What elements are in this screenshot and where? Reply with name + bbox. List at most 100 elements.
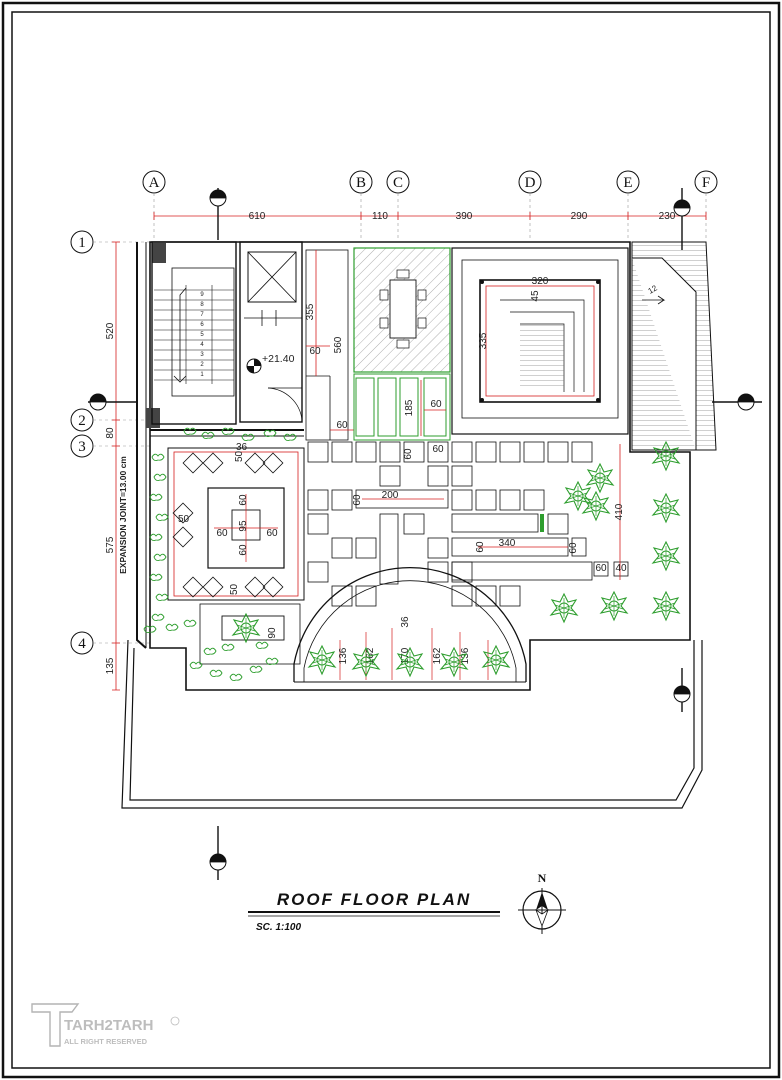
tree-15	[232, 613, 260, 643]
svg-text:520: 520	[105, 322, 116, 339]
svg-text:9: 9	[200, 292, 204, 298]
svg-text:N: N	[538, 871, 547, 885]
top-dimension-line: 610 110 390 290 230	[153, 211, 707, 222]
svg-text:135: 135	[105, 657, 116, 674]
svg-text:3: 3	[78, 439, 86, 455]
dim-60h: 60	[266, 528, 278, 539]
paving-tiles	[307, 441, 629, 607]
svg-text:110: 110	[372, 211, 388, 222]
svg-text:ALL RIGHT RESERVED: ALL RIGHT RESERVED	[64, 1037, 148, 1046]
svg-text:1: 1	[78, 235, 86, 251]
site-boundary	[121, 639, 703, 809]
svg-text:2: 2	[78, 413, 86, 429]
tree-4	[652, 591, 680, 621]
svg-text:3: 3	[200, 352, 204, 358]
dim-60e: 60	[432, 444, 444, 455]
dim-50a: 50	[234, 450, 245, 462]
green-planter-bar	[540, 514, 544, 532]
svg-text:D: D	[525, 175, 536, 191]
svg-text:90: 90	[267, 627, 278, 639]
dim-200: 200	[382, 490, 399, 501]
ramp	[631, 241, 717, 451]
north-arrow: N	[518, 871, 566, 934]
drawing-scale: SC. 1:100	[256, 922, 301, 933]
grid-bubble-c: C	[386, 170, 410, 194]
dim-335: 335	[478, 332, 489, 349]
level-marker: +21.40	[246, 353, 295, 374]
grid-bubble-e: E	[616, 170, 640, 194]
svg-text:4: 4	[78, 636, 86, 652]
tarh2tarh-logo: TARH2TARH ALL RIGHT RESERVED	[31, 1003, 180, 1047]
building-outline	[136, 241, 691, 691]
planter-strips	[353, 373, 451, 441]
grid-bubble-a: A	[142, 170, 166, 194]
grid-bubble-d: D	[518, 170, 542, 194]
dim-95: 95	[238, 520, 249, 532]
tree-5	[600, 591, 628, 621]
dim-320: 320	[532, 276, 549, 287]
dim-60a: 60	[309, 346, 321, 357]
section-mark-left	[88, 393, 138, 411]
svg-text:80: 80	[105, 427, 116, 439]
dim-36-lounge: 36	[236, 442, 248, 453]
tree-3	[652, 541, 680, 571]
expansion-joint-label: EXPANSION JOINT=13.00 cm	[118, 456, 128, 574]
tree-10	[308, 645, 336, 675]
svg-text:1: 1	[200, 372, 204, 378]
deck-dining-area	[353, 247, 451, 373]
svg-text:C: C	[393, 175, 403, 191]
svg-text:610: 610	[249, 211, 266, 222]
dim-355: 355	[305, 303, 316, 320]
dim-60f: 60	[238, 494, 249, 506]
svg-text:+21.40: +21.40	[262, 353, 295, 365]
tree-14	[482, 645, 510, 675]
column-a2	[146, 408, 160, 428]
svg-text:5: 5	[200, 332, 204, 338]
svg-text:575: 575	[105, 536, 116, 553]
svg-text:2: 2	[200, 362, 204, 368]
dim-410: 410	[614, 503, 625, 520]
grid-bubble-4: 4	[70, 631, 94, 655]
dim-60b: 60	[336, 420, 348, 431]
dim-162b: 162	[432, 647, 443, 664]
grid-bubble-2: 2	[70, 408, 94, 432]
svg-text:390: 390	[456, 211, 473, 222]
svg-text:6: 6	[200, 322, 204, 328]
section-marks	[88, 188, 762, 880]
grid-bubble-1: 1	[70, 230, 94, 254]
left-dimension-line: 520 80 575 135 EXPANSION JOINT=13.00 cm	[105, 241, 128, 691]
svg-text:TARH2TARH: TARH2TARH	[64, 1017, 153, 1034]
grid-row-bubbles: 1 2 3 4	[70, 230, 150, 655]
arched-planter	[293, 567, 527, 683]
section-mark-bottom-f	[673, 668, 691, 712]
svg-text:8: 8	[200, 302, 204, 308]
svg-text:F: F	[702, 175, 710, 191]
svg-text:4: 4	[200, 342, 204, 348]
dim-60g: 60	[216, 528, 228, 539]
lounge-area	[167, 447, 305, 601]
dim-60d: 60	[403, 448, 414, 460]
pool	[451, 247, 629, 435]
dim-136a: 136	[338, 647, 349, 664]
dim-50c: 50	[229, 583, 240, 595]
grid-bubble-3: 3	[70, 434, 94, 458]
dim-45: 45	[530, 290, 541, 302]
svg-text:B: B	[356, 175, 366, 191]
section-mark-right	[712, 393, 762, 411]
drawing-title-text: ROOF FLOOR PLAN	[277, 890, 471, 909]
drawing-title: ROOF FLOOR PLAN SC. 1:100	[248, 890, 500, 933]
tree-8	[564, 481, 592, 511]
corridor	[305, 249, 354, 441]
stairwell: 9 8 7 6 5 4 3 2 1	[151, 241, 237, 425]
dim-60j: 60	[352, 494, 363, 506]
dim-50b: 50	[178, 514, 190, 525]
dim-60l: 60	[568, 542, 579, 554]
inner-border	[11, 11, 771, 1069]
dim-60m: 60	[595, 563, 607, 574]
small-planter: 90	[199, 603, 301, 665]
dim-36-arch: 36	[400, 616, 411, 628]
svg-text:230: 230	[659, 211, 676, 222]
dim-340: 340	[499, 538, 516, 549]
tree-2	[652, 493, 680, 523]
